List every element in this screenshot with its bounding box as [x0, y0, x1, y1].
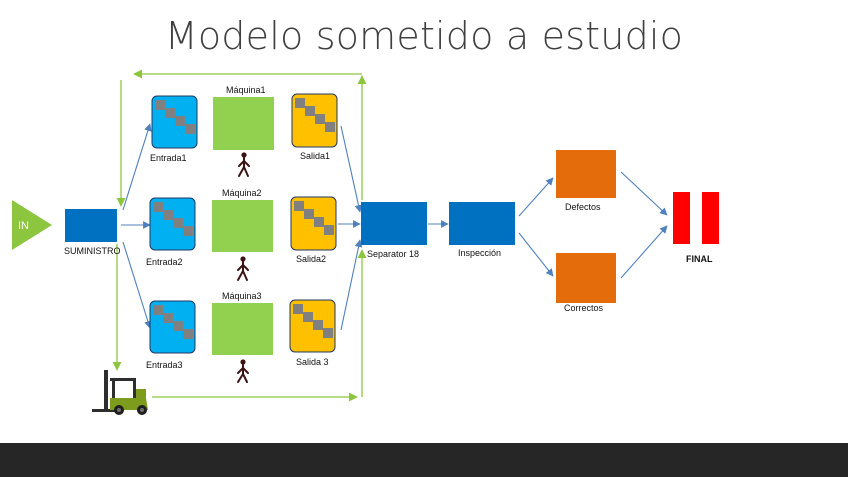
separator-label: Separator 18 [367, 249, 419, 259]
person-icon [237, 256, 249, 281]
person-icon [238, 152, 250, 177]
entrada2-queue: Entrada2 [146, 197, 196, 267]
maquina2: Máquina2 [212, 188, 273, 252]
suministro-label: SUMINISTRO [64, 246, 121, 256]
salida2-label: Salida2 [296, 254, 326, 264]
salida2-queue: Salida2 [290, 196, 337, 264]
final-label: FINAL [686, 254, 713, 264]
entrada1-queue: Entrada1 [150, 95, 198, 163]
person-icon [237, 359, 249, 383]
entrada2-label: Entrada2 [146, 257, 183, 267]
entrada1-label: Entrada1 [150, 153, 187, 163]
inspeccion-label: Inspección [458, 248, 501, 258]
footer-bar [0, 443, 848, 477]
correctos-label: Correctos [564, 303, 604, 313]
salida3-label: Salida 3 [296, 357, 329, 367]
separator-station: Separator 18 [361, 202, 427, 259]
inspeccion-station: Inspección [449, 202, 515, 258]
slide-title: Modelo sometido a estudio [164, 14, 684, 58]
forklift-icon [92, 370, 148, 415]
final-sink: FINAL [673, 192, 719, 264]
salida3-queue: Salida 3 [289, 299, 336, 367]
entrada3-queue: Entrada3 [146, 300, 196, 370]
maquina3-label: Máquina3 [222, 291, 262, 301]
maquina2-label: Máquina2 [222, 188, 262, 198]
source-label: IN [18, 220, 29, 232]
salida1-queue: Salida1 [291, 93, 338, 161]
maquina1: Máquina1 [213, 85, 274, 150]
entrada3-label: Entrada3 [146, 360, 183, 370]
defectos-box: Defectos [556, 150, 616, 212]
defectos-label: Defectos [565, 202, 601, 212]
maquina1-label: Máquina1 [226, 85, 266, 95]
transport-lines [112, 69, 367, 402]
salida1-label: Salida1 [300, 151, 330, 161]
maquina3: Máquina3 [212, 291, 273, 355]
suministro-station: SUMINISTRO [64, 209, 121, 256]
source-in: IN [12, 200, 52, 250]
correctos-box: Correctos [556, 253, 616, 313]
flow-arrows [121, 123, 668, 331]
